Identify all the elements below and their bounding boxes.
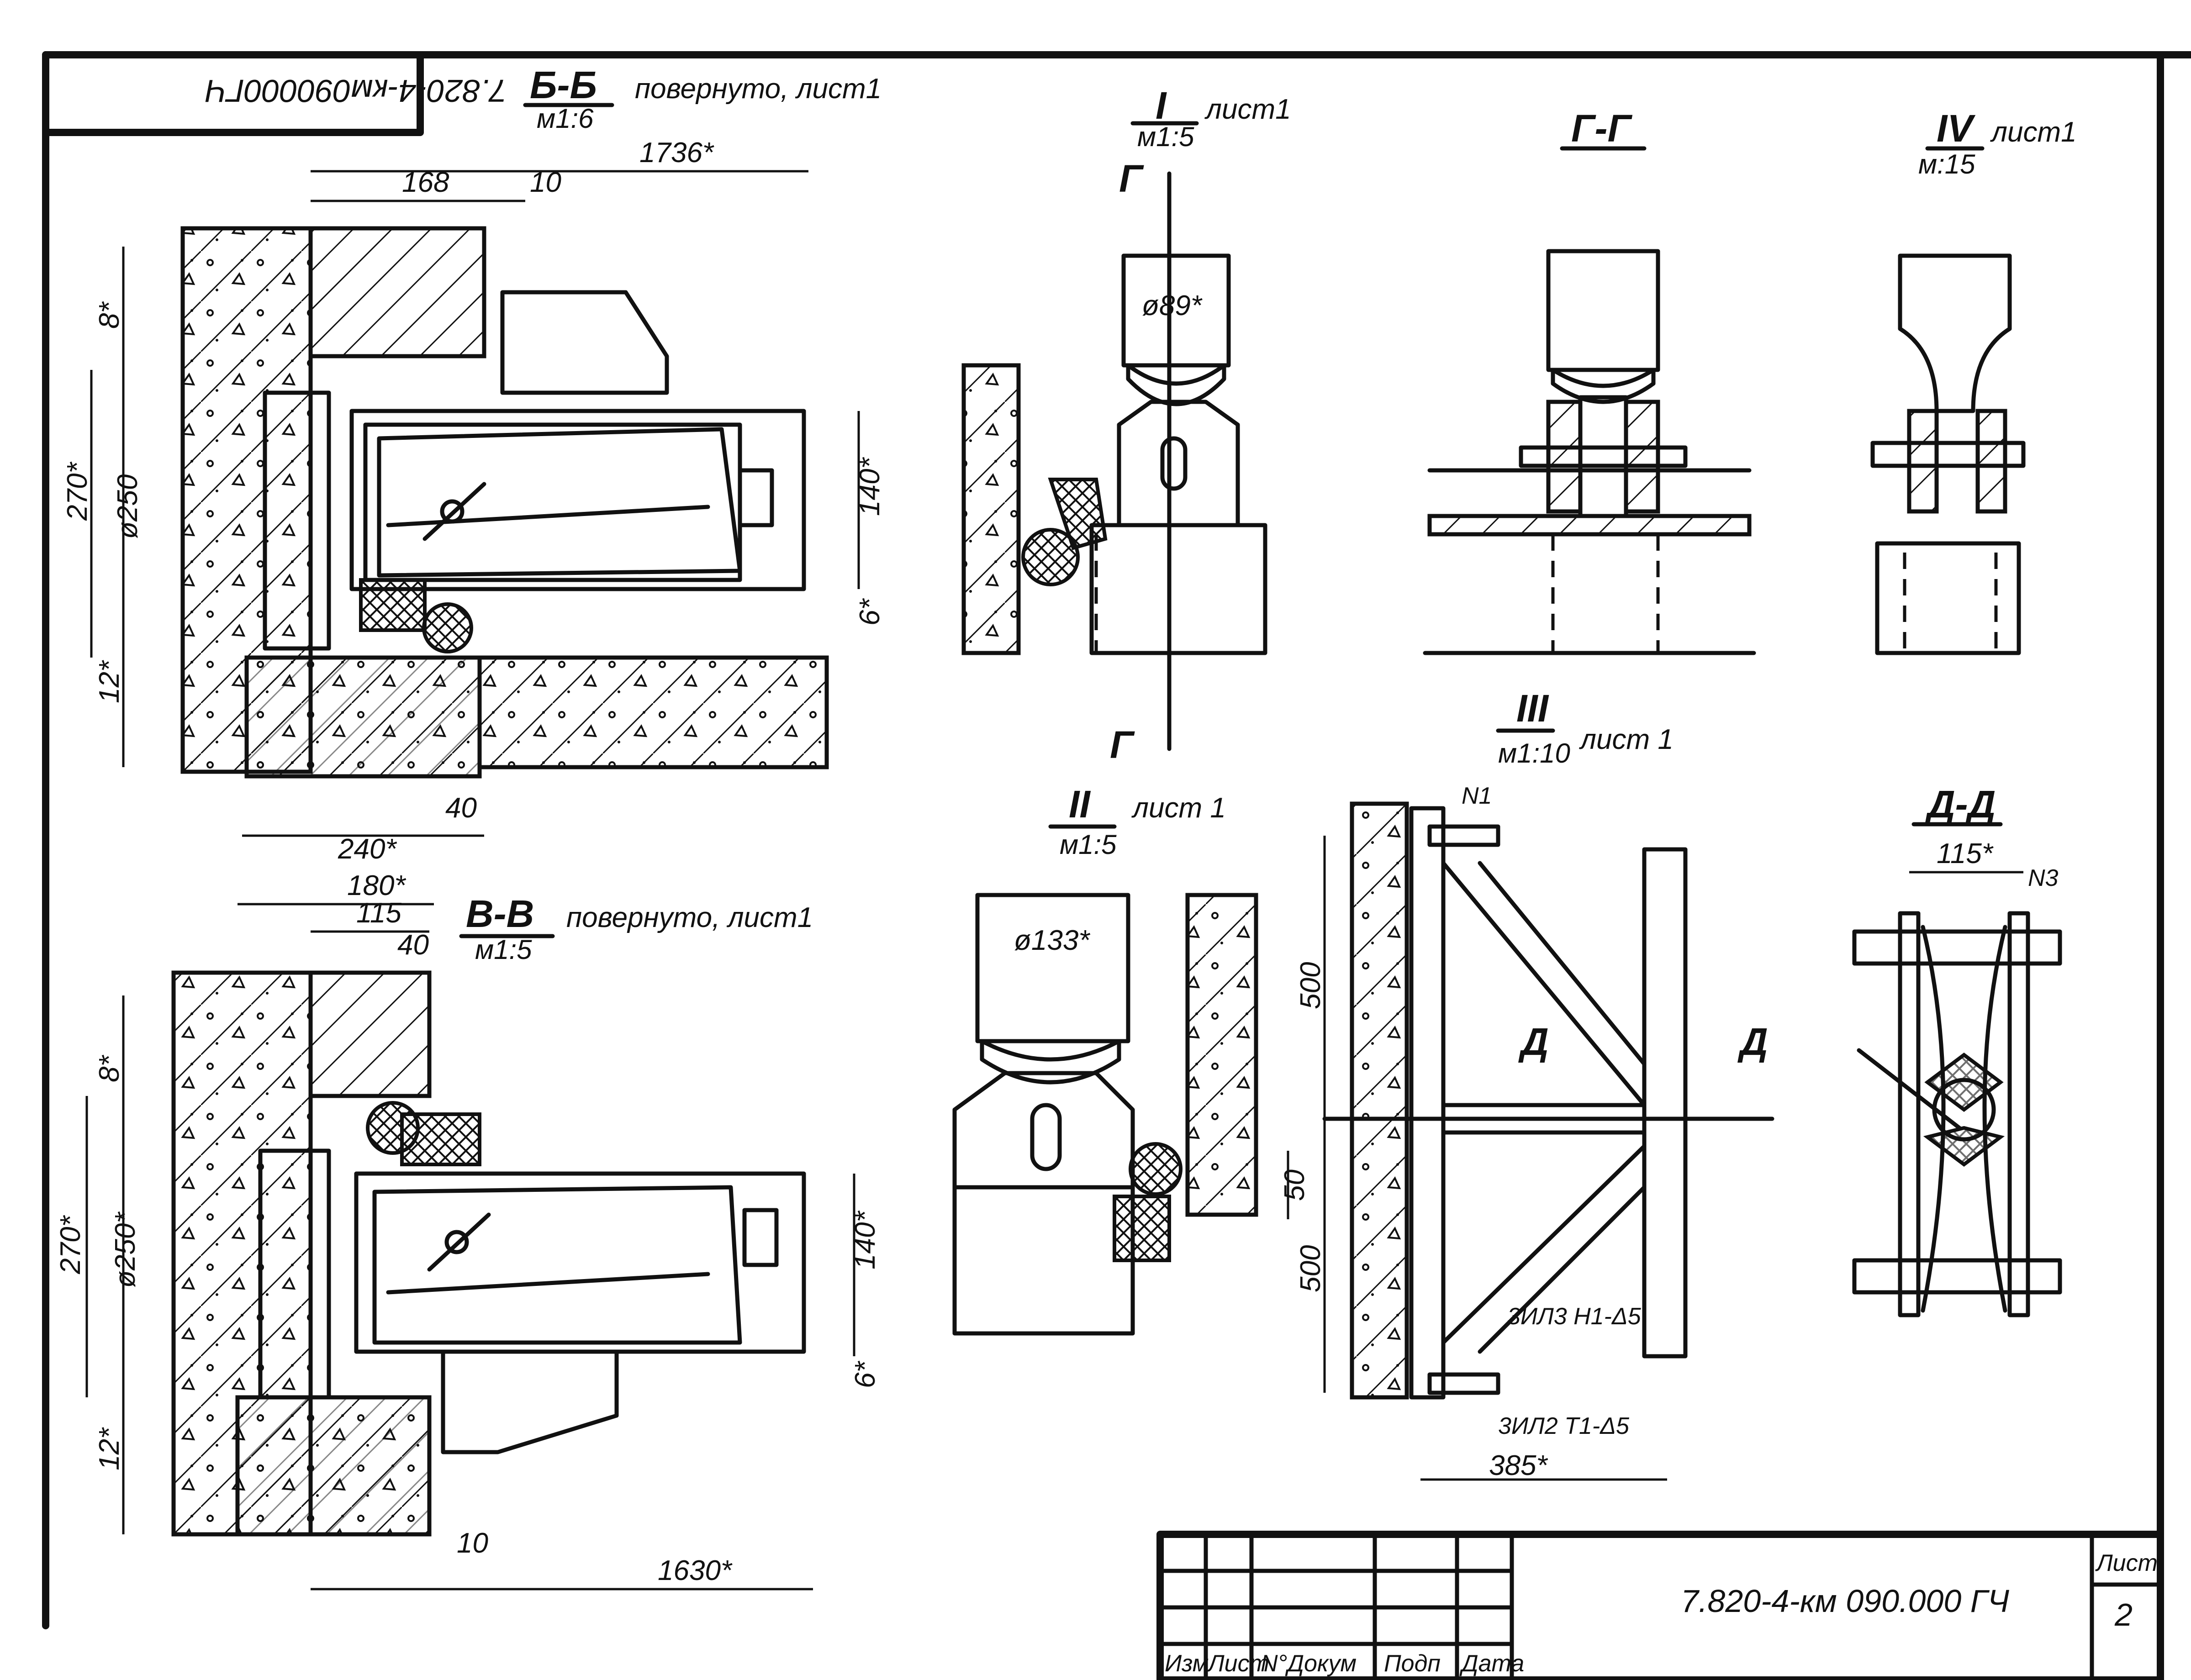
- view-ii-note: лист 1: [1131, 792, 1226, 824]
- view-iii: III лист 1 м1:10 Д Д N1 3ИЛ3 Н1-Δ5 3ИЛ2 …: [1295, 687, 1774, 1481]
- dim-ii-50: 50: [1279, 1169, 1310, 1201]
- dim-bb-40: 40: [445, 792, 477, 824]
- dim-vv-8: 8*: [94, 1055, 125, 1082]
- title-block-col-date: Дата: [1459, 1650, 1524, 1677]
- dim-ii-133: ø133*: [1014, 925, 1090, 956]
- view-ii: II лист 1 м1:5 ø133* 50: [952, 783, 1310, 1336]
- dim-vv-40: 40: [397, 929, 429, 961]
- sheet-label: Лист: [2095, 1550, 2158, 1576]
- view-iii-callout-weld2: 3ИЛ2 Т1-Δ5: [1498, 1413, 1630, 1439]
- view-iv-title: IV: [1937, 107, 1975, 150]
- view-i-cut-bottom: Г: [1110, 723, 1135, 766]
- view-vv: В-В повернуто, лист1 м1:5 180* 115 40 8*…: [55, 870, 881, 1590]
- view-iii-cut-right: Д: [1737, 1020, 1768, 1063]
- view-i-title: I: [1156, 84, 1167, 127]
- sheet-frame: [42, 51, 2191, 1680]
- dim-bb-250: ø250: [112, 474, 143, 539]
- view-vv-scale: м1:5: [475, 934, 532, 965]
- dim-vv-115: 115: [356, 897, 401, 929]
- dim-vv-6: 6*: [850, 1361, 881, 1388]
- view-dd-title: Д-Д: [1925, 783, 1996, 826]
- dim-vv-10: 10: [457, 1527, 488, 1559]
- dim-bb-270: 270*: [62, 462, 93, 521]
- dim-bb-10: 10: [530, 167, 561, 198]
- title-block-col-doc: N°Докум: [1261, 1650, 1357, 1677]
- view-iii-cut-left: Д: [1518, 1020, 1549, 1063]
- view-ii-title: II: [1069, 783, 1091, 826]
- dim-bb-140: 140*: [854, 457, 886, 516]
- view-i-scale: м1:5: [1137, 121, 1194, 152]
- dim-vv-140: 140*: [850, 1211, 881, 1269]
- dim-vv-250: ø250*: [110, 1211, 141, 1288]
- dim-i-89: ø89*: [1142, 290, 1203, 321]
- view-gg: Г-Г: [1423, 107, 1756, 655]
- dim-bb-8: 8*: [94, 301, 125, 329]
- view-bb: Б-Б повернуто, лист1 м1:6 1736* 168 10 8…: [62, 63, 886, 865]
- view-dd: Д-Д 115* N3: [1852, 783, 2062, 1317]
- view-iii-callout-n1: N1: [1462, 783, 1492, 809]
- dim-bb-240: 240*: [338, 833, 397, 865]
- view-iii-title: III: [1516, 687, 1549, 730]
- dim-bb-6: 6*: [854, 598, 886, 626]
- dim-iii-500-top: 500: [1295, 962, 1326, 1009]
- drawing-code: 7.820-4-км 090.000 ГЧ: [1681, 1583, 2010, 1619]
- view-vv-title: В-В: [466, 892, 534, 935]
- view-dd-callout-n3: N3: [2028, 865, 2059, 891]
- view-i: I лист1 м1:5 Г Г ø89*: [961, 84, 1291, 766]
- view-iv-note: лист1: [1990, 116, 2077, 148]
- view-iii-note: лист 1: [1579, 724, 1674, 755]
- dim-bb-168: 168: [402, 167, 449, 198]
- view-bb-title: Б-Б: [530, 63, 597, 106]
- dim-iii-500-bottom: 500: [1295, 1245, 1326, 1292]
- dim-bb-1736: 1736*: [639, 137, 714, 169]
- title-block-col-izm: Изм: [1165, 1650, 1209, 1677]
- view-vv-note: повернуто, лист1: [566, 902, 813, 933]
- drawing-code-rotated: 7.820-4-км090000ГЧ: [205, 73, 507, 109]
- title-block-col-list: Лист: [1207, 1650, 1269, 1677]
- view-bb-scale: м1:6: [537, 103, 594, 134]
- view-ii-scale: м1:5: [1060, 829, 1117, 860]
- dim-bb-12: 12*: [94, 660, 125, 703]
- view-bb-note: повернуто, лист1: [635, 73, 882, 105]
- dim-dd-115: 115*: [1937, 838, 1994, 869]
- dim-vv-270: 270*: [55, 1215, 86, 1274]
- view-iv-scale: м:15: [1918, 149, 1975, 179]
- title-block-col-sign: Подп: [1384, 1650, 1441, 1677]
- dim-iii-385: 385*: [1489, 1450, 1548, 1481]
- view-iii-callout-weld1: 3ИЛ3 Н1-Δ5: [1507, 1303, 1642, 1330]
- view-i-cut-top: Г: [1119, 157, 1144, 200]
- view-gg-title: Г-Г: [1571, 107, 1633, 150]
- view-iv: IV лист1 м:15: [1870, 107, 2077, 655]
- dim-vv-12: 12*: [94, 1427, 125, 1470]
- view-i-note: лист1: [1204, 94, 1291, 125]
- view-iii-scale: м1:10: [1498, 738, 1570, 769]
- dim-vv-1630: 1630*: [658, 1555, 733, 1586]
- title-block: Изм Лист N°Докум Подп Дата 7.820-4-км 09…: [1156, 1531, 2164, 1680]
- dim-vv-180: 180*: [347, 870, 406, 901]
- sheet-number: 2: [2114, 1597, 2133, 1633]
